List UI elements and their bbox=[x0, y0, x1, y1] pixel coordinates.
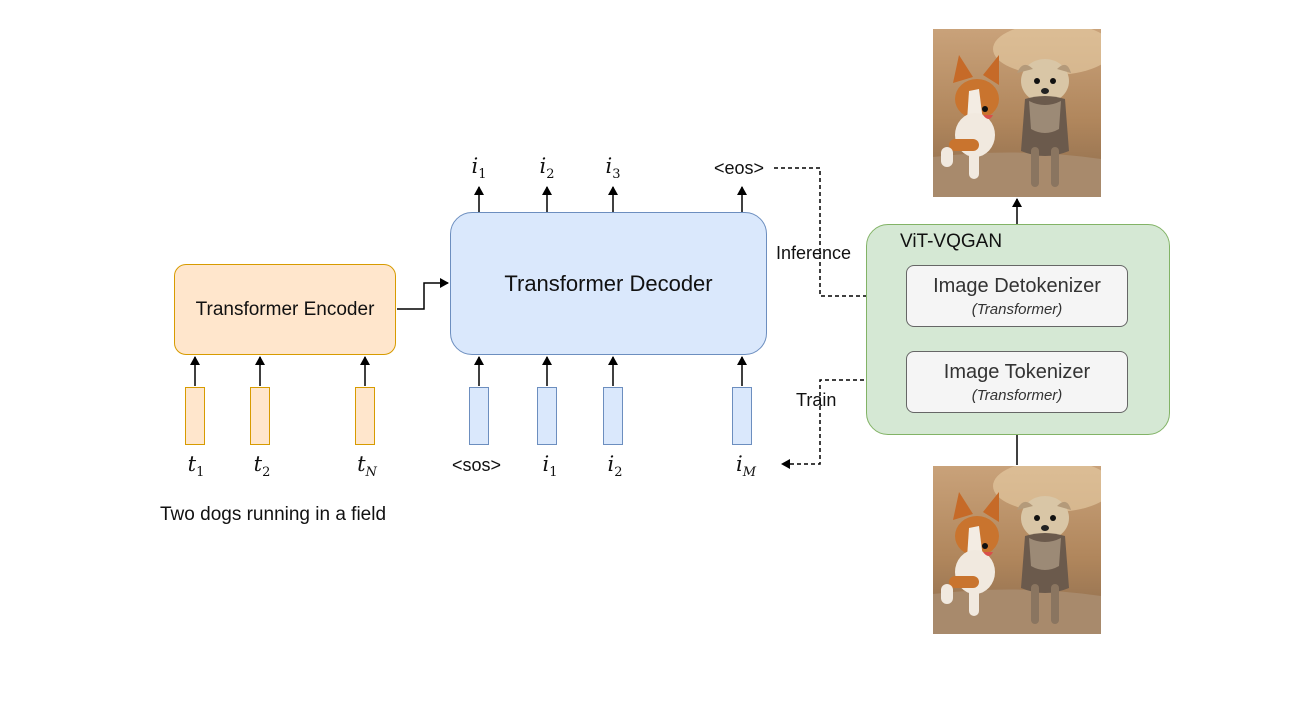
image-token-box bbox=[537, 387, 557, 445]
image-detokenizer-sub: (Transformer) bbox=[971, 300, 1063, 318]
sos-token-label: <sos> bbox=[452, 455, 502, 475]
image-tokenizer-label: Image Tokenizer bbox=[943, 360, 1091, 383]
train-label: Train bbox=[796, 390, 837, 410]
transformer-encoder: Transformer Encoder bbox=[174, 264, 396, 355]
image-token-box bbox=[732, 387, 752, 445]
image-tokenizer: Image Tokenizer (Transformer) bbox=[906, 351, 1128, 413]
image-detokenizer-label: Image Detokenizer bbox=[933, 274, 1101, 297]
text-token-box bbox=[250, 387, 270, 445]
input-token-label: iM bbox=[735, 452, 757, 481]
input-token-label: i2 bbox=[607, 452, 623, 481]
input-token-label: i1 bbox=[542, 452, 558, 481]
transformer-decoder-label: Transformer Decoder bbox=[504, 270, 713, 296]
image-token-box bbox=[603, 387, 623, 445]
text-token-label: t2 bbox=[253, 452, 271, 481]
image-detokenizer: Image Detokenizer (Transformer) bbox=[906, 265, 1128, 327]
output-dog-image bbox=[933, 29, 1101, 197]
text-token-box bbox=[355, 387, 375, 445]
text-token-box bbox=[185, 387, 205, 445]
output-token-label: i1 bbox=[471, 154, 487, 183]
text-token-label: t1 bbox=[187, 452, 205, 481]
output-token-label: i2 bbox=[539, 154, 555, 183]
input-dog-image bbox=[933, 466, 1101, 634]
text-token-label: tN bbox=[357, 452, 377, 481]
arrow-encoder-decoder bbox=[397, 278, 449, 310]
text-caption: Two dogs running in a field bbox=[160, 504, 387, 525]
transformer-decoder: Transformer Decoder bbox=[450, 212, 767, 355]
output-token-label: i3 bbox=[605, 154, 621, 183]
eos-token-label: <eos> bbox=[714, 158, 765, 178]
arrow-inference bbox=[774, 167, 904, 301]
transformer-encoder-label: Transformer Encoder bbox=[195, 298, 375, 320]
arrow-train bbox=[781, 379, 906, 469]
inference-label: Inference bbox=[776, 243, 852, 263]
image-token-box bbox=[469, 387, 489, 445]
vit-vqgan-title: ViT-VQGAN bbox=[900, 231, 1003, 252]
image-tokenizer-sub: (Transformer) bbox=[971, 386, 1063, 404]
